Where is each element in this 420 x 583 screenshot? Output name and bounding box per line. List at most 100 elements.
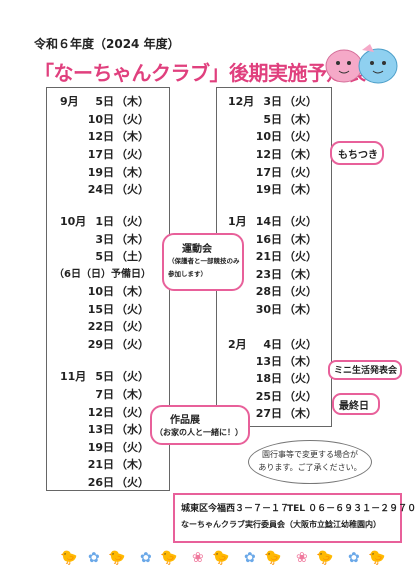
- chick-icon: 🐤: [160, 550, 178, 566]
- schedule-weekday: （火）: [116, 406, 149, 419]
- schedule-day: 4日: [263, 338, 282, 351]
- chick-icon: 🐤: [316, 550, 334, 566]
- year-label: 令和６年度（2024 年度）: [34, 37, 180, 51]
- schedule-weekday: （火）: [284, 130, 317, 143]
- schedule-day: 12日: [87, 406, 114, 419]
- schedule-day: 3日: [95, 233, 114, 246]
- schedule-month: 10月: [60, 215, 87, 228]
- schedule-day: 5日: [95, 370, 114, 383]
- schedule-month: 9月: [60, 95, 79, 108]
- schedule-day: 7日: [95, 388, 114, 401]
- schedule-weekday: （木）: [284, 407, 317, 420]
- schedule-day: 22日: [87, 320, 114, 333]
- mascot-icon: [325, 44, 398, 84]
- schedule-day: 17日: [255, 166, 282, 179]
- schedule-day: 5日: [95, 95, 114, 108]
- contact-tel: TEL ０６－６９３１－２９７０: [287, 504, 417, 514]
- notice-line1: 園行事等で変更する場合が: [262, 450, 358, 459]
- schedule-weekday: （火）: [116, 183, 149, 196]
- schedule-weekday: （木）: [116, 388, 149, 401]
- schedule-weekday: （木）: [116, 130, 149, 143]
- callout-mini-presentation: ミニ生活発表会: [328, 360, 402, 380]
- page-title: 「なーちゃんクラブ」後期実施予定表: [34, 61, 366, 85]
- tulip-icon: ❀: [192, 550, 204, 566]
- flower-icon: ✿: [244, 550, 256, 566]
- schedule-weekday: （木）: [116, 458, 149, 471]
- schedule-weekday: （木）: [116, 95, 149, 108]
- schedule-weekday: （火）: [284, 215, 317, 228]
- schedule-month: （6日（日）予備日）: [54, 269, 151, 280]
- schedule-weekday: （木）: [284, 183, 317, 196]
- schedule-day: 13日: [87, 423, 114, 436]
- schedule-weekday: （火）: [116, 338, 149, 351]
- callout-art-sub: （お家の人と一緒に！）: [155, 428, 243, 437]
- schedule-weekday: （火）: [116, 441, 149, 454]
- schedule-day: 13日: [255, 355, 282, 368]
- schedule-day: 26日: [87, 476, 114, 489]
- callout-sports-day-line2: 参加します）: [168, 270, 207, 278]
- schedule-day: 19日: [87, 441, 114, 454]
- schedule-month: 1月: [228, 215, 247, 228]
- schedule-day: 15日: [87, 303, 114, 316]
- schedule-day: 19日: [255, 183, 282, 196]
- schedule-day: 1日: [95, 215, 114, 228]
- schedule-day: 16日: [255, 233, 282, 246]
- schedule-day: 29日: [87, 338, 114, 351]
- schedule-weekday: （火）: [284, 338, 317, 351]
- schedule-day: 10日: [87, 285, 114, 298]
- schedule-day: 18日: [255, 372, 282, 385]
- schedule-day: 17日: [87, 148, 114, 161]
- chick-icon: 🐤: [264, 550, 282, 566]
- schedule-weekday: （木）: [116, 233, 149, 246]
- schedule-day: 14日: [255, 215, 282, 228]
- flower-icon: ✿: [88, 550, 100, 566]
- schedule-weekday: （木）: [284, 148, 317, 161]
- callout-art-title: 作品展: [170, 415, 200, 426]
- schedule-weekday: （火）: [116, 476, 149, 489]
- schedule-month: 2月: [228, 338, 247, 351]
- schedule-weekday: （火）: [116, 113, 149, 126]
- schedule-weekday: （木）: [116, 166, 149, 179]
- callout-mini-label: ミニ生活発表会: [334, 366, 398, 376]
- schedule-weekday: （火）: [284, 285, 317, 298]
- tulip-icon: ❀: [296, 550, 308, 566]
- callout-sports-day-line1: （保護者と一部競技のみ: [168, 257, 240, 265]
- chick-icon: 🐤: [212, 550, 230, 566]
- schedule-weekday: （木）: [116, 285, 149, 298]
- flower-icon: ✿: [348, 550, 360, 566]
- schedule-day: 19日: [87, 166, 114, 179]
- schedule-weekday: （土）: [116, 250, 149, 263]
- schedule-day: 27日: [255, 407, 282, 420]
- schedule-weekday: （木）: [284, 233, 317, 246]
- schedule-weekday: （火）: [116, 370, 149, 383]
- schedule-weekday: （木）: [284, 303, 317, 316]
- chick-icon: 🐤: [368, 550, 386, 566]
- schedule-weekday: （火）: [284, 95, 317, 108]
- schedule-day: 21日: [255, 250, 282, 263]
- schedule-weekday: （火）: [284, 390, 317, 403]
- schedule-day: 23日: [255, 268, 282, 281]
- schedule-weekday: （火）: [116, 303, 149, 316]
- callout-sports-day: 運動会 （保護者と一部競技のみ 参加します）: [162, 233, 244, 291]
- contact-box: 城東区今福西３－７－１７ TEL ０６－６９３１－２９７０ なーちゃんクラブ実行…: [173, 493, 416, 543]
- schedule-day: 10日: [255, 130, 282, 143]
- schedule-weekday: （火）: [284, 372, 317, 385]
- schedule-weekday: （火）: [116, 215, 149, 228]
- schedule-weekday: （火）: [284, 166, 317, 179]
- schedule-day: 10日: [87, 113, 114, 126]
- schedule-weekday: （木）: [284, 355, 317, 368]
- schedule-month: 12月: [228, 95, 255, 108]
- flower-icon: ✿: [140, 550, 152, 566]
- chick-icon: 🐤: [108, 550, 126, 566]
- callout-mochitsuki-label: もちつき: [338, 150, 378, 161]
- schedule-day: 24日: [87, 183, 114, 196]
- schedule-day: 21日: [87, 458, 114, 471]
- schedule-day: 12日: [87, 130, 114, 143]
- schedule-day: 5日: [95, 250, 114, 263]
- schedule-weekday: （水）: [116, 423, 149, 436]
- callout-sports-day-title: 運動会: [182, 244, 212, 255]
- notice-line2: あります。ご了承ください。: [258, 463, 362, 472]
- schedule-day: 28日: [255, 285, 282, 298]
- schedule-panel-left: [46, 87, 170, 491]
- contact-address: 城東区今福西３－７－１７: [181, 504, 290, 514]
